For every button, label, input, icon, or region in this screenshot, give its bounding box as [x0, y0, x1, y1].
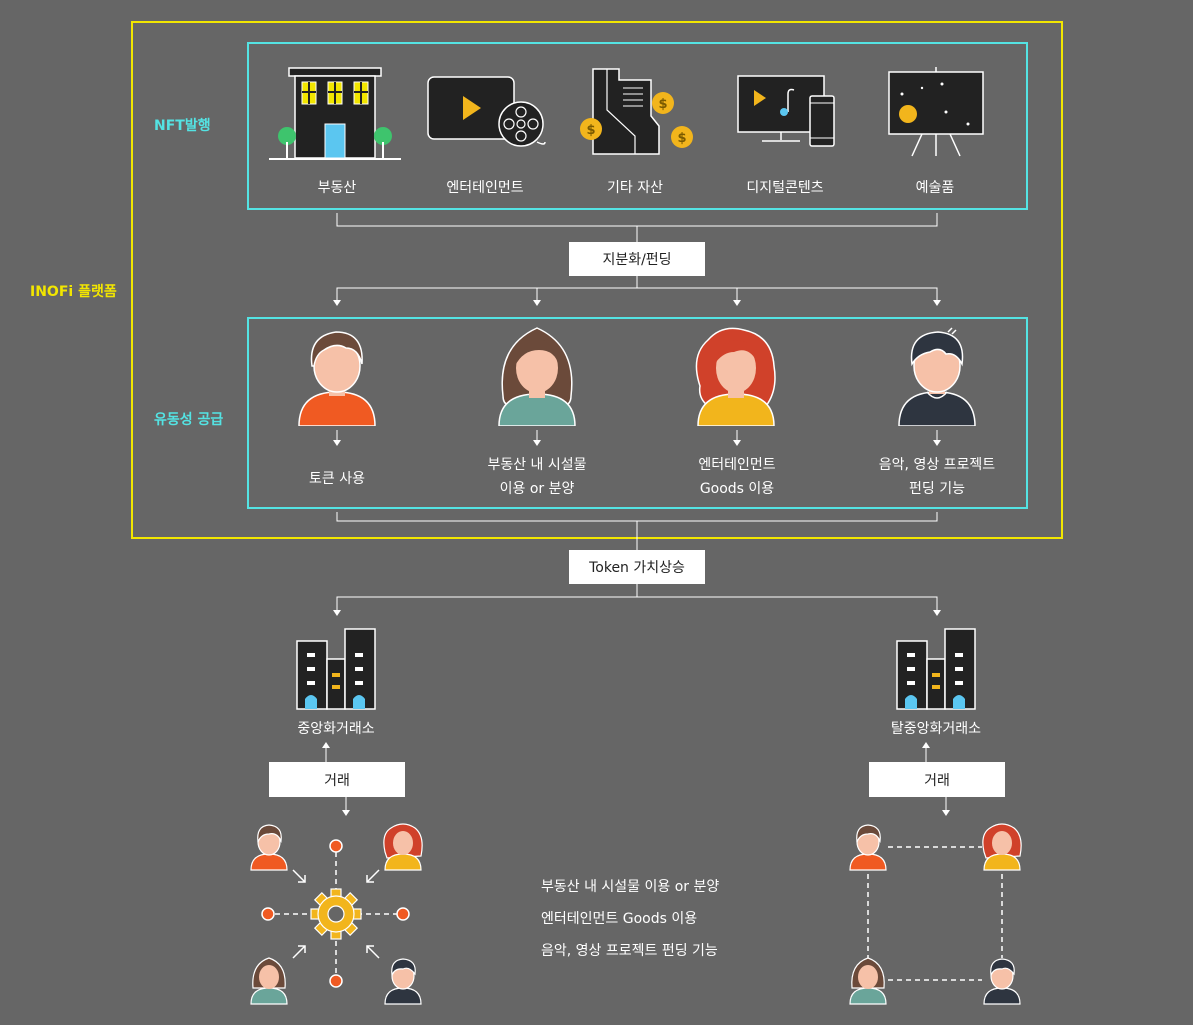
video-film-icon [427, 76, 546, 147]
avatar-woman-teal [498, 327, 576, 426]
liquidity-box [247, 317, 1028, 509]
artwork-easel-icon [888, 67, 984, 157]
svg-text:$: $ [586, 123, 595, 138]
use-real-estate-line2: 이용 or 분양 [499, 481, 575, 497]
decentral-exchange-building-icon [896, 628, 976, 710]
fractional-funding-box: 지분화/펀딩 [569, 242, 705, 276]
centralized-network-diagram [250, 823, 423, 1005]
central-exchange-label: 중앙화거래소 [297, 721, 375, 737]
platform-frame [131, 21, 1063, 539]
digital-devices-icon [737, 75, 835, 147]
use-entertainment-line1: 엔터테인먼트 [698, 457, 776, 473]
decentralized-network-diagram [849, 823, 1022, 1005]
use-token-line1: 토큰 사용 [309, 471, 365, 487]
building-icon [269, 67, 401, 160]
use-entertainment-line2: Goods 이용 [699, 481, 775, 497]
use-real-estate-line1: 부동산 내 시설물 [487, 457, 587, 473]
benefit-item: 음악, 영상 프로젝트 펀딩 기능 [541, 943, 718, 959]
asset-label-digital: 디지털콘텐츠 [746, 180, 824, 196]
asset-label-entertainment: 엔터테인먼트 [446, 180, 524, 196]
benefit-item: 부동산 내 시설물 이용 or 분양 [541, 879, 720, 895]
asset-label-art: 예술품 [915, 180, 955, 196]
central-exchange-building-icon [296, 628, 376, 710]
benefit-item: 엔터테인먼트 Goods 이용 [541, 911, 698, 927]
avatar-man-orange [298, 331, 376, 426]
liquidity-label: 유동성 공급 [154, 412, 224, 428]
use-music-line2: 펀딩 기능 [909, 481, 965, 497]
use-music-line1: 음악, 영상 프로젝트 [878, 457, 996, 473]
avatar-woman-gold [695, 327, 776, 426]
nft-label: NFT발행 [154, 118, 211, 134]
decentral-exchange-label: 탈중앙화거래소 [890, 721, 982, 737]
svg-text:$: $ [677, 131, 686, 146]
avatar-man-navy [898, 327, 976, 426]
platform-label: INOFi 플랫폼 [30, 284, 117, 300]
asset-label-other: 기타 자산 [607, 180, 663, 196]
trade-box-decentral: 거래 [869, 762, 1005, 797]
use-label-music: 음악, 영상 프로젝트 펀딩 기능 [857, 453, 1017, 501]
token-value-box: Token 가치상승 [569, 550, 705, 584]
use-label-token: 토큰 사용 [257, 467, 417, 491]
use-label-entertainment: 엔터테인먼트 Goods 이용 [657, 453, 817, 501]
nft-assets-box [247, 42, 1028, 210]
asset-label-real-estate: 부동산 [317, 180, 357, 196]
other-assets-icon: $ $ $ [580, 68, 693, 155]
benefits-list: 부동산 내 시설물 이용 or 분양 엔터테인먼트 Goods 이용 음악, 영… [541, 871, 719, 967]
use-label-real-estate: 부동산 내 시설물 이용 or 분양 [457, 453, 617, 501]
trade-box-central: 거래 [269, 762, 405, 797]
svg-text:$: $ [658, 97, 667, 112]
